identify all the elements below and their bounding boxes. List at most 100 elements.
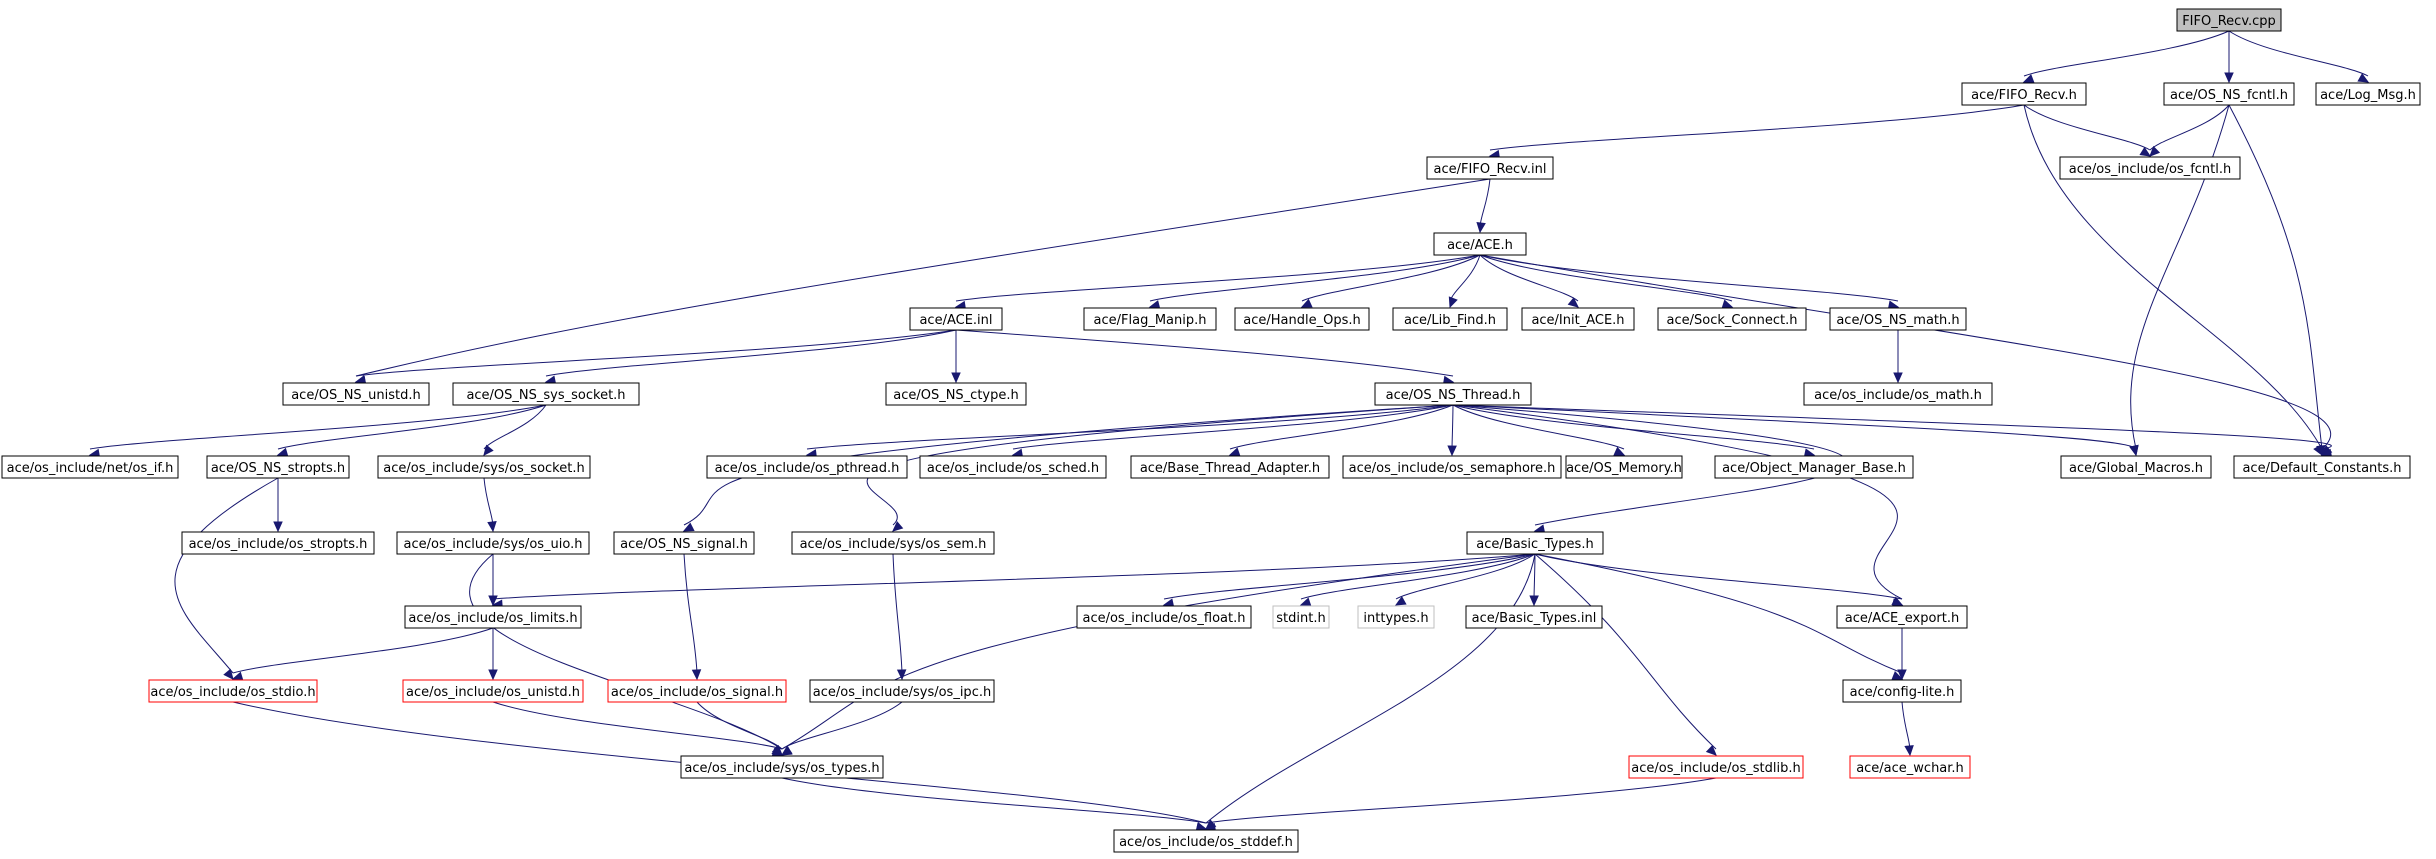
node-os-limits-h[interactable]: ace/os_include/os_limits.h [404,605,582,629]
edge-os_ns_signal_h-to-os_signal_h [683,553,702,681]
node-os-ns-unistd-h[interactable]: ace/OS_NS_unistd.h [282,382,430,406]
node-base-thread-adapter-h[interactable]: ace/Base_Thread_Adapter.h [1130,455,1330,479]
node-ace-h[interactable]: ace/ACE.h [1433,232,1527,256]
node-sys-os-ipc-h[interactable]: ace/os_include/sys/os_ipc.h [809,679,995,703]
node-basic-types-h[interactable]: ace/Basic_Types.h [1466,531,1604,555]
node-sys-os-types-h[interactable]: ace/os_include/sys/os_types.h [680,755,884,779]
node-global-macros-h[interactable]: ace/Global_Macros.h [2060,455,2212,479]
edge-fifo_recv_h-to-os_fcntl_h [2023,104,2152,157]
node-os-unistd-h[interactable]: ace/os_include/os_unistd.h [402,679,584,703]
node-label: ace/os_include/os_stddef.h [1119,835,1293,850]
node-os-stdio-h[interactable]: ace/os_include/os_stdio.h [148,679,318,703]
node-os-semaphore-h[interactable]: ace/os_include/os_semaphore.h [1342,455,1562,479]
node-os-float-h[interactable]: ace/os_include/os_float.h [1076,605,1252,629]
node-default-constants-h[interactable]: ace/Default_Constants.h [2233,455,2411,479]
edge-fifo_recv_inl-to-ace_h [1476,178,1491,234]
edge-os_limits_h-to-os_stdio_h [231,627,494,681]
node-label: ace/os_include/os_stdlib.h [1631,761,1800,776]
edge-ace_inl-to-os_ns_thread_h [955,329,1455,386]
edge-basic_types_h-to-os_limits_h [491,553,1536,610]
node-os-memory-h[interactable]: ace/OS_Memory.h [1565,455,1683,479]
node-label: ace/OS_NS_ctype.h [893,388,1019,403]
node-fifo-recv-h[interactable]: ace/FIFO_Recv.h [1961,82,2087,106]
node-label: ace/Object_Manager_Base.h [1722,461,1906,476]
node-label: ace/ace_wchar.h [1856,761,1964,776]
edge-os_ns_stropts_h-to-os_stdio_h [174,477,279,680]
node-init-ace-h[interactable]: ace/Init_ACE.h [1521,307,1635,331]
node-label: ace/Flag_Manip.h [1094,313,1207,328]
node-label: ace/ACE.h [1447,238,1513,253]
node-os-ns-stropts-h[interactable]: ace/OS_NS_stropts.h [206,455,350,479]
node-label: ace/config-lite.h [1850,685,1955,700]
node-label: ace/OS_NS_sys_socket.h [466,388,625,403]
node-label: ace/Basic_Types.inl [1472,611,1597,626]
node-inttypes-h: inttypes.h [1357,605,1435,629]
node-fifo-recv-inl[interactable]: ace/FIFO_Recv.inl [1426,156,1554,180]
node-os-ns-math-h[interactable]: ace/OS_NS_math.h [1829,307,1967,331]
node-lib-find-h[interactable]: ace/Lib_Find.h [1392,307,1508,331]
node-ace-inl[interactable]: ace/ACE.inl [909,307,1003,331]
node-ace-wchar-h[interactable]: ace/ace_wchar.h [1849,755,1971,779]
edge-os_limits_h-to-os_unistd_h [488,627,498,681]
edge-fifo_recv_cpp-to-os_ns_fcntl_h [2224,31,2234,84]
edge-os_ns_fcntl_h-to-default_constants_h [2228,104,2326,457]
node-label: ace/os_include/os_pthread.h [715,461,900,476]
node-config-lite-h[interactable]: ace/config-lite.h [1842,679,1962,703]
node-basic-types-inl[interactable]: ace/Basic_Types.inl [1465,605,1603,629]
node-label: ace/OS_NS_Thread.h [1386,388,1521,403]
node-label: ace/os_include/os_signal.h [611,685,783,700]
node-label: inttypes.h [1363,611,1428,626]
edge-os_ns_sys_socket_h-to-os_ns_stropts_h [276,404,547,457]
edge-config_lite_h-to-ace_wchar_h [1901,701,1914,757]
node-sys-os-sem-h[interactable]: ace/os_include/sys/os_sem.h [791,531,995,555]
node-label: ace/os_include/os_sched.h [927,461,1099,476]
node-label: ace/Lib_Find.h [1404,313,1496,328]
edge-os_ns_fcntl_h-to-os_fcntl_h [2149,104,2230,157]
node-label: ace/os_include/os_limits.h [408,611,577,626]
node-os-stropts-h[interactable]: ace/os_include/os_stropts.h [181,531,375,555]
node-os-ns-sys-socket-h[interactable]: ace/OS_NS_sys_socket.h [452,382,640,406]
node-sys-os-socket-h[interactable]: ace/os_include/sys/os_socket.h [377,455,591,479]
node-handle-ops-h[interactable]: ace/Handle_Ops.h [1234,307,1370,331]
edge-sys_os_socket_h-to-sys_os_uio_h [483,477,497,533]
node-os-ns-fcntl-h[interactable]: ace/OS_NS_fcntl.h [2163,82,2295,106]
edge-fifo_recv_cpp-to-log_msg_h [2228,30,2370,83]
node-os-math-h[interactable]: ace/os_include/os_math.h [1803,382,1993,406]
node-log-msg-h[interactable]: ace/Log_Msg.h [2315,82,2421,106]
node-label: ace/os_include/sys/os_socket.h [383,461,584,476]
edge-ace_h-to-init_ace_h [1479,254,1579,308]
node-os-stdlib-h[interactable]: ace/os_include/os_stdlib.h [1628,755,1804,779]
node-flag-manip-h[interactable]: ace/Flag_Manip.h [1083,307,1217,331]
node-os-stddef-h[interactable]: ace/os_include/os_stddef.h [1113,829,1299,853]
node-label: ace/Default_Constants.h [2242,461,2401,476]
edge-ace_inl-to-os_ns_unistd_h [354,329,957,386]
edge-fifo_recv_inl-to-os_ns_unistd_h [354,178,1491,385]
node-os-fcntl-h[interactable]: ace/os_include/os_fcntl.h [2059,156,2241,180]
node-label: ace/os_include/net/os_if.h [7,461,174,476]
node-label: ace/os_include/os_fcntl.h [2069,162,2231,177]
edge-fifo_recv_h-to-fifo_recv_inl [1488,104,2025,160]
edge-os_signal_h-to-sys_os_types_h [696,701,783,756]
node-sock-connect-h[interactable]: ace/Sock_Connect.h [1657,307,1807,331]
node-os-pthread-h[interactable]: ace/os_include/os_pthread.h [706,455,908,479]
node-object-manager-base-h[interactable]: ace/Object_Manager_Base.h [1714,455,1914,479]
node-os-ns-thread-h[interactable]: ace/OS_NS_Thread.h [1374,382,1532,406]
edge-sys_os_uio_h-to-sys_os_types_h [469,553,784,756]
node-fifo-recv-cpp[interactable]: FIFO_Recv.cpp [2176,8,2282,32]
edge-basic_types_h-to-inttypes_h [1394,553,1536,606]
edge-basic_types_h-to-os_float_h [1162,553,1536,608]
node-label: ace/OS_NS_signal.h [620,537,748,552]
edge-os_unistd_h-to-sys_os_types_h [492,701,784,757]
node-net-os-if-h[interactable]: ace/os_include/net/os_if.h [1,455,179,479]
node-os-ns-ctype-h[interactable]: ace/OS_NS_ctype.h [885,382,1027,406]
node-os-sched-h[interactable]: ace/os_include/os_sched.h [919,455,1107,479]
node-label: ace/os_include/os_stropts.h [189,537,368,552]
edge-os_ns_sys_socket_h-to-net_os_if_h [88,404,547,459]
node-os-ns-signal-h[interactable]: ace/OS_NS_signal.h [613,531,755,555]
edge-os_ns_math_h-to-os_math_h [1893,330,1903,384]
node-label: ace/Sock_Connect.h [1667,313,1798,328]
node-sys-os-uio-h[interactable]: ace/os_include/sys/os_uio.h [396,531,590,555]
node-ace-export-h[interactable]: ace/ACE_export.h [1836,605,1968,629]
node-os-signal-h[interactable]: ace/os_include/os_signal.h [607,679,787,703]
